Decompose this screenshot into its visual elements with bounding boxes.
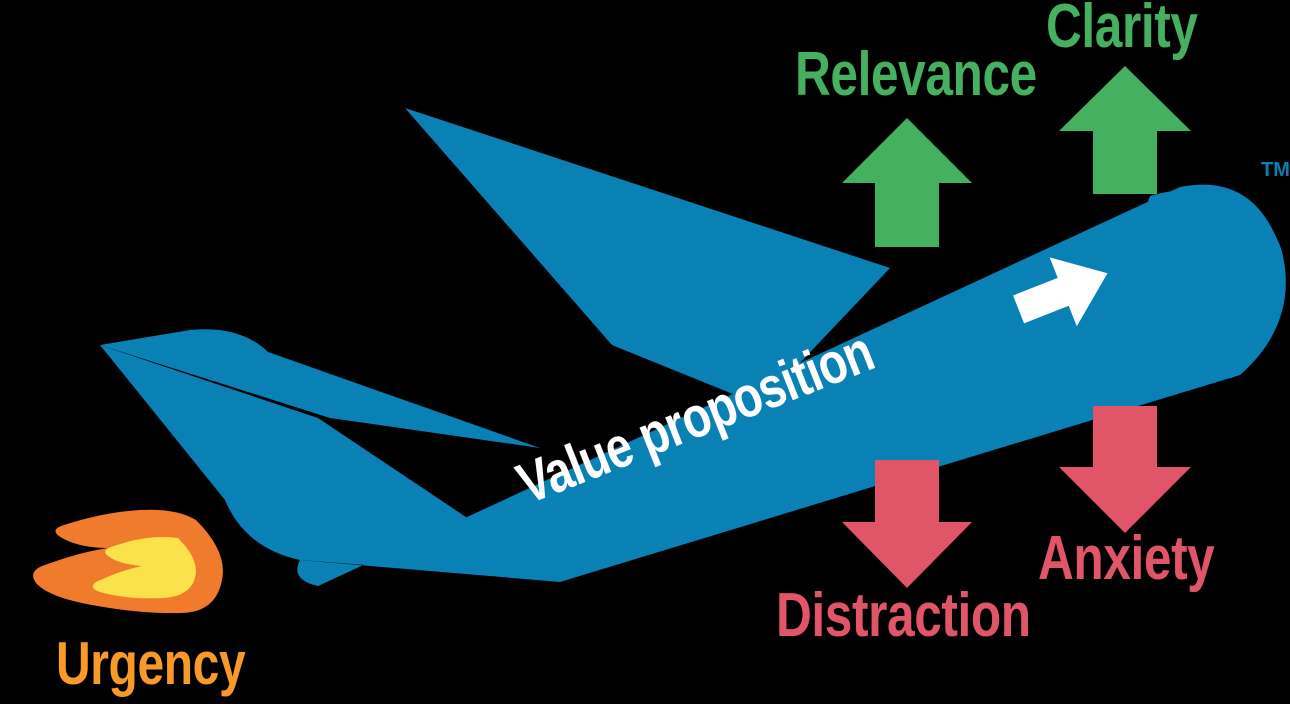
label-relevance: Relevance: [795, 40, 1037, 109]
airplane-nose: [1080, 188, 1286, 400]
arrow-down-icon-anxiety: [1059, 406, 1191, 533]
arrow-right-icon: [1013, 257, 1108, 327]
label-distraction: Distraction: [776, 581, 1031, 650]
airplane-icon: [100, 108, 1286, 587]
label-anxiety: Anxiety: [1038, 524, 1215, 593]
label-clarity: Clarity: [1046, 0, 1198, 61]
airplane-wing-upper: [100, 329, 540, 448]
arrow-down-icon-distraction: [842, 460, 972, 588]
label-urgency: Urgency: [56, 630, 246, 697]
flame-icon: [33, 509, 223, 614]
trademark-mark: TM: [1261, 159, 1290, 181]
arrow-up-icon-clarity: [1059, 66, 1191, 194]
flame-inner: [92, 537, 196, 599]
airplane-wing-lower: [100, 345, 560, 580]
airplane-fuselage: [297, 184, 1286, 587]
airplane-tail-fin: [405, 108, 890, 405]
arrow-up-icon-relevance: [842, 118, 972, 247]
